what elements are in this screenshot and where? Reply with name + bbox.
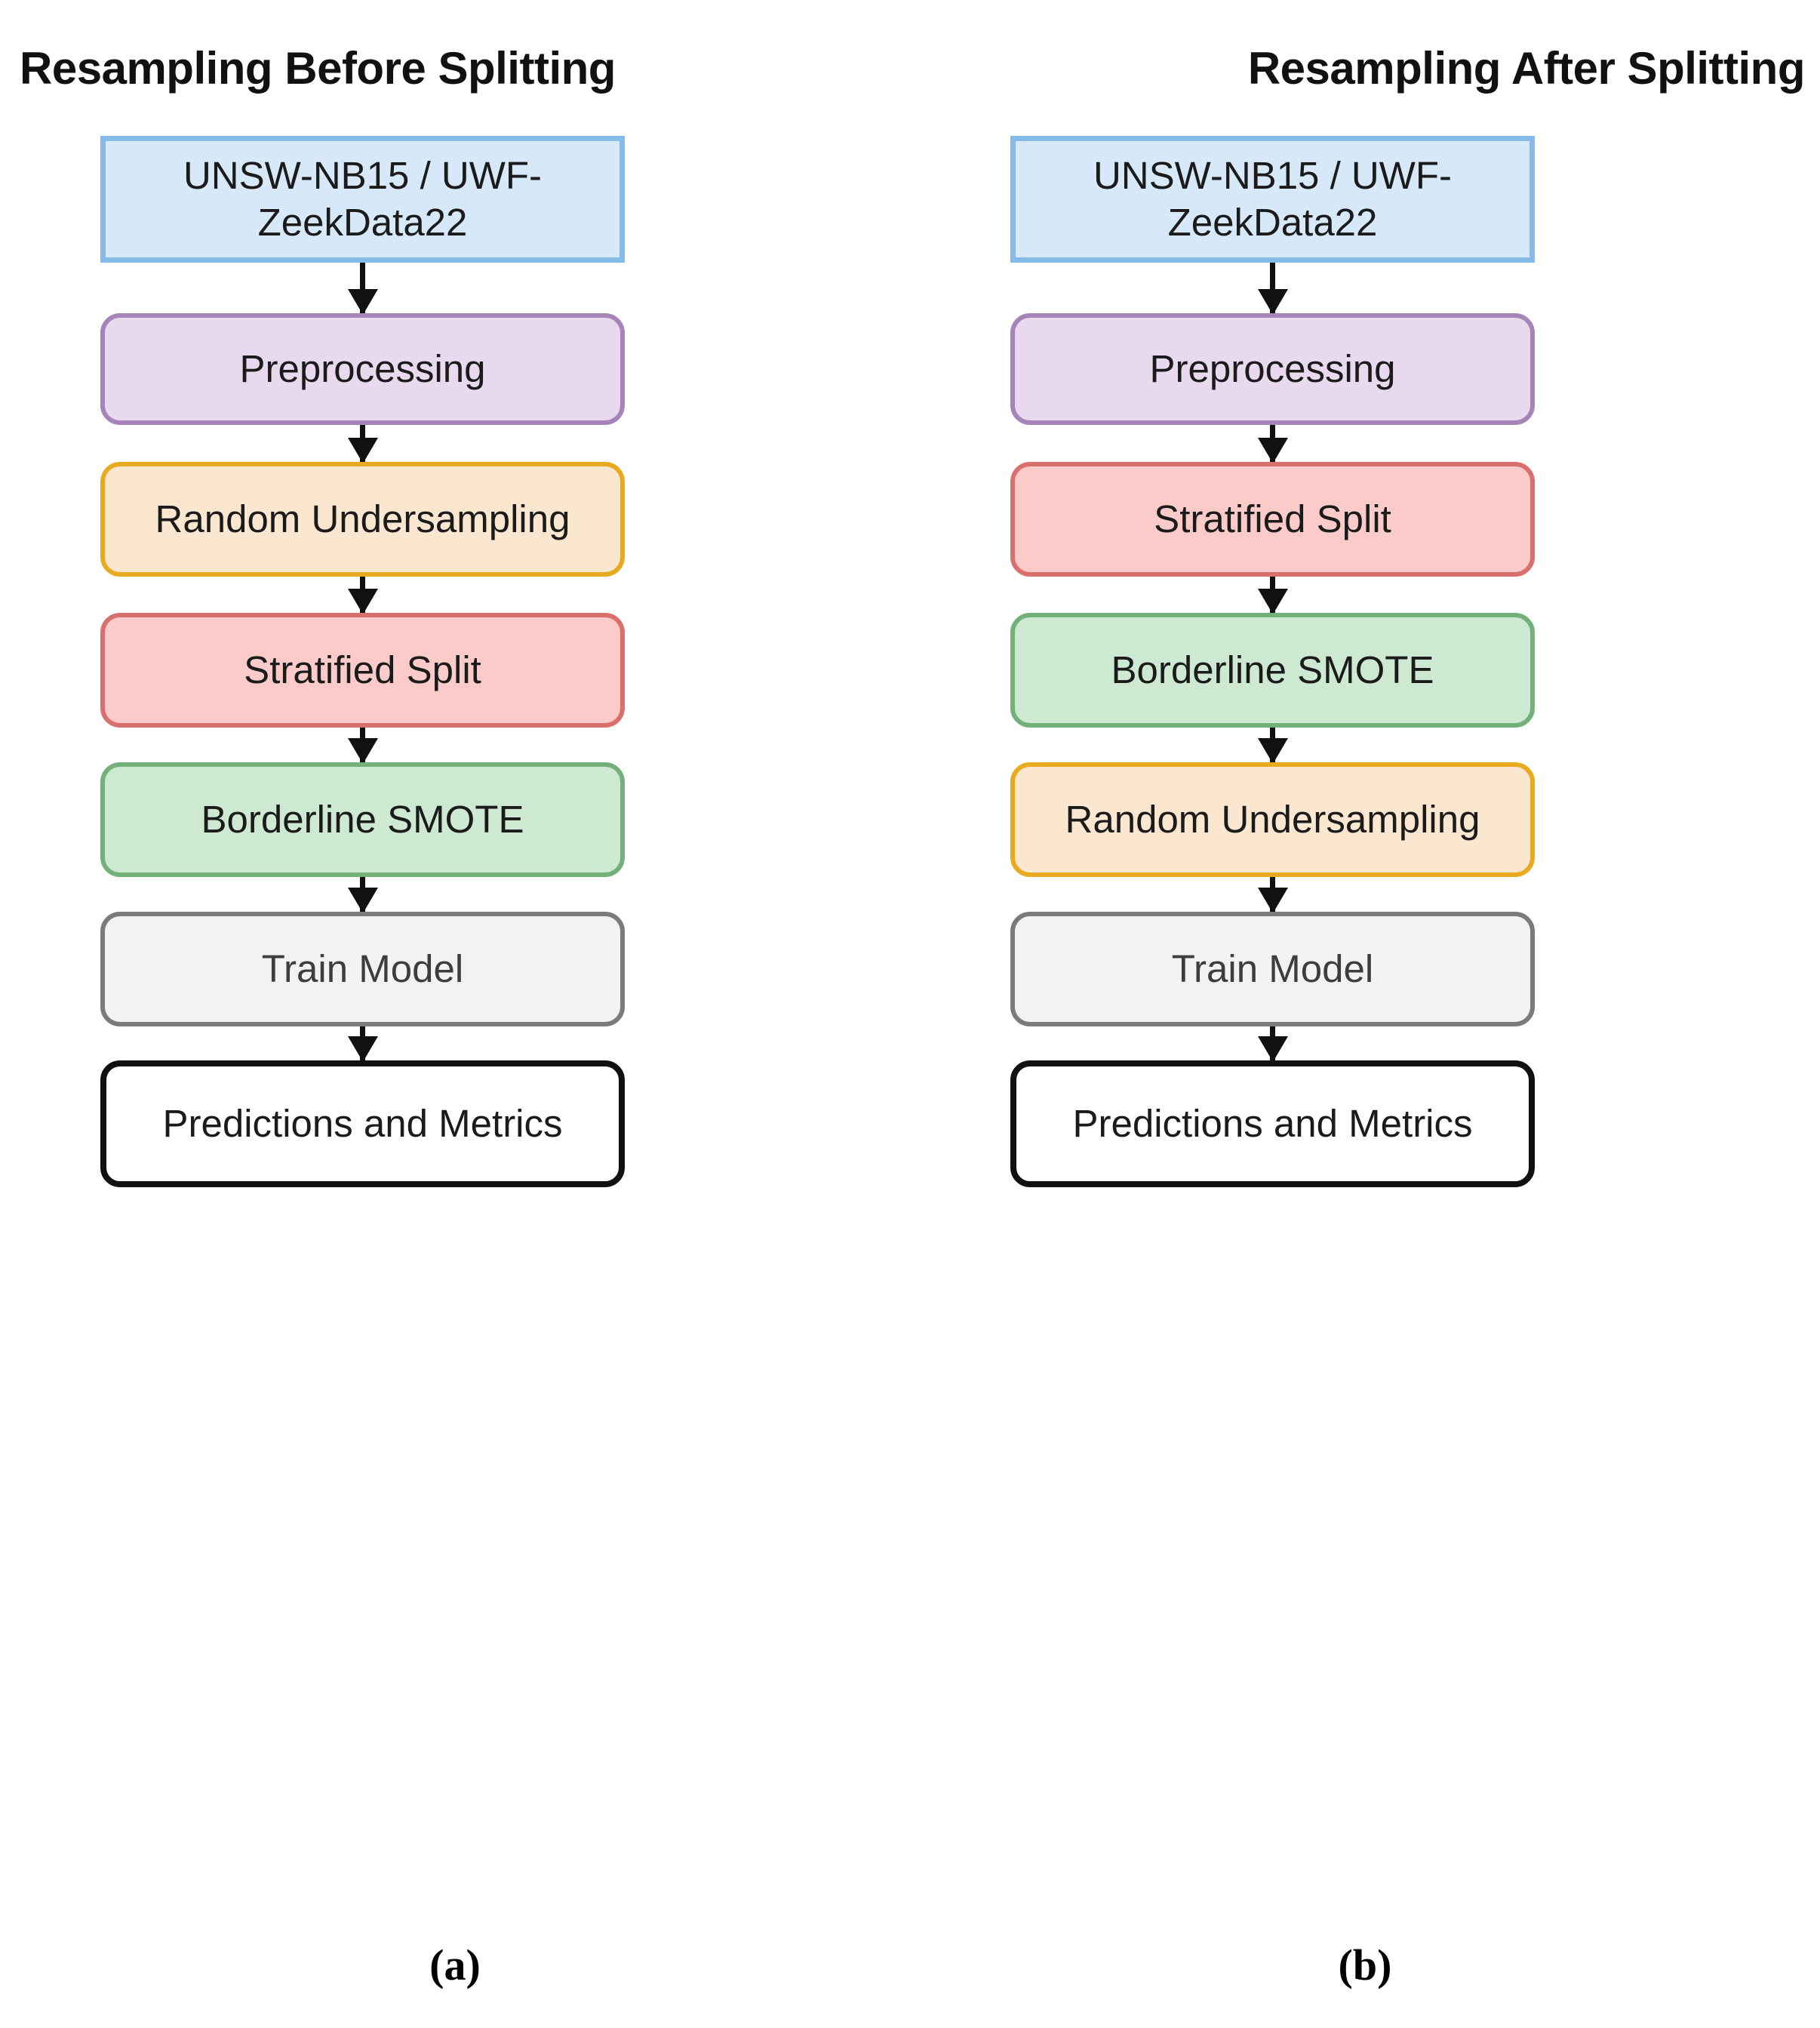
- panel-a-flow: UNSW-NB15 / UWF-ZeekData22 Preprocessing…: [100, 0, 625, 2028]
- arrow-split-to-smote: [1270, 577, 1275, 613]
- panel-b-caption: (b): [1338, 1940, 1392, 1990]
- arrow-preprocessing-to-undersampling: [360, 425, 365, 462]
- node-random-undersampling[interactable]: Random Undersampling: [100, 462, 625, 577]
- node-borderline-smote[interactable]: Borderline SMOTE: [100, 762, 625, 877]
- panel-resampling-before-splitting: Resampling Before Splitting UNSW-NB15 / …: [0, 0, 910, 2028]
- node-train-model[interactable]: Train Model: [100, 912, 625, 1026]
- node-borderline-smote[interactable]: Borderline SMOTE: [1010, 613, 1535, 728]
- node-predictions-and-metrics[interactable]: Predictions and Metrics: [100, 1060, 625, 1187]
- arrow-train-to-output: [360, 1026, 365, 1060]
- node-stratified-split[interactable]: Stratified Split: [1010, 462, 1535, 577]
- arrow-smote-to-train: [360, 877, 365, 912]
- node-preprocessing[interactable]: Preprocessing: [1010, 313, 1535, 425]
- arrow-dataset-to-preprocessing: [1270, 263, 1275, 313]
- panel-b-flow: UNSW-NB15 / UWF-ZeekData22 Preprocessing…: [1010, 0, 1535, 2028]
- node-dataset[interactable]: UNSW-NB15 / UWF-ZeekData22: [1010, 136, 1535, 263]
- panel-a-title: Resampling Before Splitting: [20, 42, 616, 94]
- arrow-smote-to-undersampling: [1270, 728, 1275, 762]
- arrow-preprocessing-to-split: [1270, 425, 1275, 462]
- panel-resampling-after-splitting: Resampling After Splitting UNSW-NB15 / U…: [910, 0, 1820, 2028]
- node-random-undersampling[interactable]: Random Undersampling: [1010, 762, 1535, 877]
- node-preprocessing[interactable]: Preprocessing: [100, 313, 625, 425]
- panel-b-title: Resampling After Splitting: [1247, 42, 1806, 94]
- node-dataset[interactable]: UNSW-NB15 / UWF-ZeekData22: [100, 136, 625, 263]
- panel-a-caption: (a): [429, 1940, 481, 1990]
- node-train-model[interactable]: Train Model: [1010, 912, 1535, 1026]
- arrow-undersampling-to-split: [360, 577, 365, 613]
- arrow-dataset-to-preprocessing: [360, 263, 365, 313]
- node-stratified-split[interactable]: Stratified Split: [100, 613, 625, 728]
- arrow-undersampling-to-train: [1270, 877, 1275, 912]
- arrow-split-to-smote: [360, 728, 365, 762]
- node-predictions-and-metrics[interactable]: Predictions and Metrics: [1010, 1060, 1535, 1187]
- arrow-train-to-output: [1270, 1026, 1275, 1060]
